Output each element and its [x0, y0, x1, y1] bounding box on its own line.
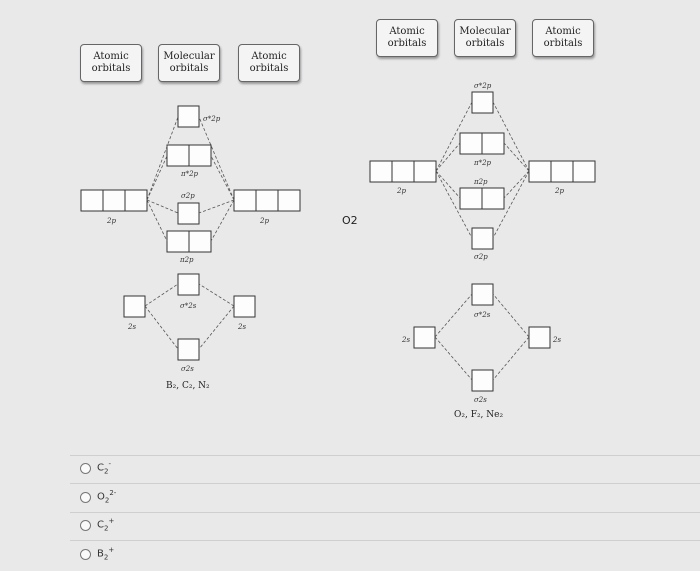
right-2s-ao-left-box — [413, 326, 436, 349]
left-sigma-2s-label: σ2s — [181, 365, 194, 373]
mo-diagrams: σ*2p π*2p σ2p π2p σ*2s σ2s 2p 2p 2s 2s σ… — [80, 82, 596, 420]
right-2s-right-label: 2s — [552, 336, 561, 344]
option-c2-minus[interactable]: C2- — [80, 458, 111, 478]
right-sigma-2s-box — [471, 369, 494, 392]
left-pi-star-2p-label: π*2p — [180, 170, 199, 178]
radio-button[interactable] — [80, 548, 91, 560]
right-sigma-star-2p-label: σ*2p — [474, 82, 492, 90]
right-molecular-orbitals-header: Molecular orbitals — [454, 19, 516, 57]
right-2p-ao-left-box — [369, 160, 437, 183]
option-b2-plus[interactable]: B2+ — [80, 544, 114, 564]
left-caption: B₂, C₂, N₂ — [166, 381, 210, 391]
left-2p-ao-right-box — [233, 189, 301, 212]
left-atomic-orbitals-header: Atomic orbitals — [80, 44, 142, 82]
right-atomic-orbitals-header-2: Atomic orbitals — [532, 19, 594, 57]
left-sigma-star-2s-label: σ*2s — [180, 302, 197, 310]
left-2s-left-label: 2s — [127, 323, 136, 331]
left-2p-ao-left-box — [80, 189, 148, 212]
divider — [70, 455, 700, 456]
option-label: B2+ — [97, 546, 115, 562]
option-label: C2- — [97, 460, 111, 476]
option-o2-2minus[interactable]: O22- — [80, 487, 116, 507]
right-2p-right-label: 2p — [554, 187, 564, 195]
divider — [70, 540, 700, 541]
left-2s-right-label: 2s — [237, 323, 246, 331]
divider — [70, 483, 700, 484]
right-sigma-2p-label: σ2p — [474, 253, 488, 261]
right-pi-2p-label: π2p — [473, 178, 488, 186]
right-sigma-star-2s-box — [471, 283, 494, 306]
middle-o2-label: O2 — [342, 214, 358, 227]
right-sigma-star-2p-box — [471, 91, 494, 114]
left-2p-left-label: 2p — [106, 217, 116, 225]
right-2p-ao-right-box — [528, 160, 596, 183]
left-sigma-star-2s-box — [177, 273, 200, 296]
left-pi-2p-label: π2p — [179, 256, 194, 264]
option-label: O22- — [97, 489, 117, 505]
right-sigma-2p-box — [471, 227, 494, 250]
radio-button[interactable] — [80, 462, 91, 474]
radio-button[interactable] — [80, 519, 91, 531]
option-c2-plus[interactable]: C2+ — [80, 515, 114, 535]
left-sigma-star-2p-box — [177, 105, 200, 128]
right-pi-star-2p-label: π*2p — [473, 159, 492, 167]
right-atomic-orbitals-header: Atomic orbitals — [376, 19, 438, 57]
right-sigma-2s-label: σ2s — [474, 396, 487, 404]
right-2p-left-label: 2p — [396, 187, 406, 195]
left-sigma-2s-box — [177, 338, 200, 361]
option-label: C2+ — [97, 517, 115, 533]
left-molecular-orbitals-header: Molecular orbitals — [158, 44, 220, 82]
left-sigma-2p-label: σ2p — [181, 192, 195, 200]
right-sigma-star-2s-label: σ*2s — [474, 311, 491, 319]
left-2p-right-label: 2p — [259, 217, 269, 225]
left-atomic-orbitals-header-2: Atomic orbitals — [238, 44, 300, 82]
right-caption: O₂, F₂, Ne₂ — [454, 410, 503, 420]
divider — [70, 512, 700, 513]
left-sigma-star-2p-label: σ*2p — [203, 115, 221, 123]
left-2s-ao-right-box — [233, 295, 256, 318]
right-2s-ao-right-box — [528, 326, 551, 349]
right-2s-left-label: 2s — [401, 336, 410, 344]
radio-button[interactable] — [80, 491, 91, 503]
left-2s-ao-left-box — [123, 295, 146, 318]
left-sigma-2p-box — [177, 202, 200, 225]
